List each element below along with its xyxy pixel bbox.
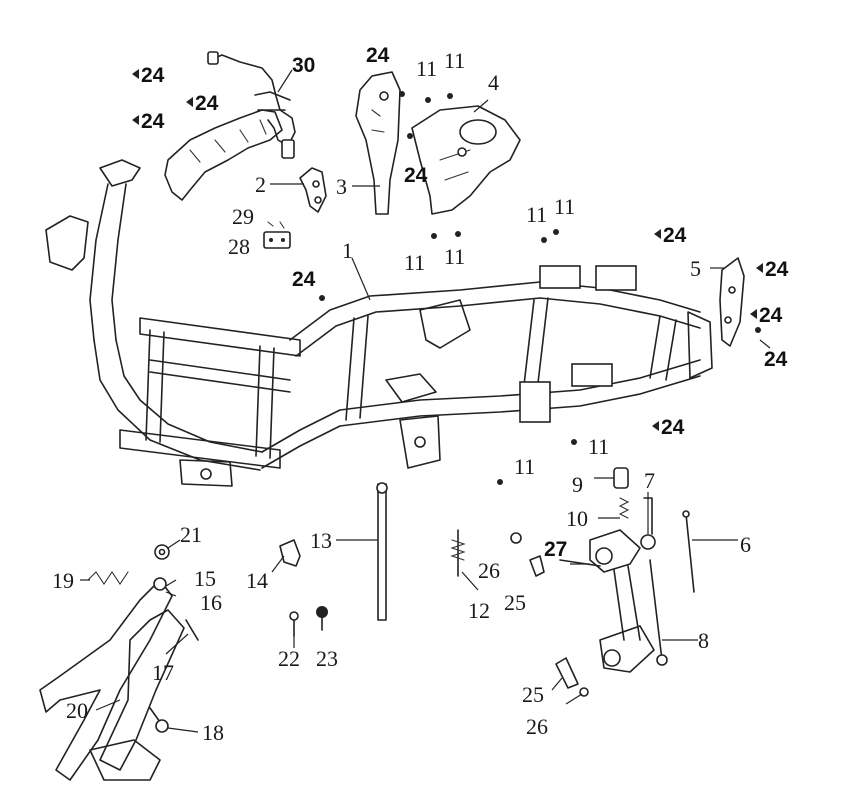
part-6-rod (682, 510, 695, 593)
callout-24: 24 (292, 268, 316, 291)
callout-2: 2 (255, 172, 266, 197)
callout-3: 3 (336, 174, 347, 199)
callout-labels: 24 24 24 30 24 11 11 4 24 3 2 29 28 11 1… (52, 44, 789, 745)
callout-24: 24 (141, 110, 165, 133)
callout-24: 24 (141, 64, 165, 87)
part-2-small-bracket (299, 167, 327, 213)
callout-16: 16 (200, 590, 222, 615)
part-19-spring (87, 571, 129, 585)
callout-11: 11 (404, 250, 425, 275)
callout-24: 24 (366, 44, 390, 67)
leader-lines (80, 69, 771, 733)
callout-14: 14 (246, 568, 268, 593)
callout-22: 22 (278, 646, 300, 671)
callout-11: 11 (526, 202, 547, 227)
part-21-nut (154, 544, 170, 560)
callout-25: 25 (522, 682, 544, 707)
callout-24: 24 (759, 304, 783, 327)
callout-23: 23 (316, 646, 338, 671)
part-25-26-27-hardware (510, 532, 601, 577)
callout-15: 15 (194, 566, 216, 591)
callout-11: 11 (514, 454, 535, 479)
callout-30: 30 (292, 54, 315, 77)
part-1-main-frame (45, 159, 713, 487)
part-30-handle-bracket (164, 51, 296, 201)
callout-25: 25 (504, 590, 526, 615)
part-3-side-bracket (355, 71, 401, 215)
fastener-markers (319, 91, 761, 485)
callout-10: 10 (566, 506, 588, 531)
callout-18: 18 (202, 720, 224, 745)
callout-5: 5 (690, 256, 701, 281)
callout-12: 12 (468, 598, 490, 623)
callout-11: 11 (554, 194, 575, 219)
callout-24: 24 (661, 416, 685, 439)
callout-28: 28 (228, 234, 250, 259)
part-8-linkage (589, 529, 668, 673)
callout-8: 8 (698, 628, 709, 653)
part-4-cover (411, 105, 521, 215)
callout-29: 29 (232, 204, 254, 229)
callout-24: 24 (195, 92, 219, 115)
part-12-spring (450, 529, 466, 577)
callout-20: 20 (66, 698, 88, 723)
callout-9: 9 (572, 472, 583, 497)
callout-11: 11 (444, 244, 465, 269)
callout-1: 1 (342, 238, 353, 263)
part-18-bolt (149, 707, 169, 733)
callout-4: 4 (488, 70, 499, 95)
callout-24: 24 (764, 348, 788, 371)
callout-24: 24 (765, 258, 789, 281)
part-17-pin (185, 619, 199, 641)
callout-19: 19 (52, 568, 74, 593)
callout-24: 24 (404, 164, 428, 187)
callout-11: 11 (588, 434, 609, 459)
callout-7: 7 (644, 468, 655, 493)
callout-26: 26 (478, 558, 500, 583)
callout-13: 13 (310, 528, 332, 553)
callout-11: 11 (444, 48, 465, 73)
callout-11: 11 (416, 56, 437, 81)
part-20-center-stand (39, 577, 185, 781)
callout-6: 6 (740, 532, 751, 557)
callout-27: 27 (544, 538, 567, 561)
callout-26: 26 (526, 714, 548, 739)
part-28-plate (263, 221, 291, 249)
callout-17: 17 (152, 660, 174, 685)
part-5-rear-bracket (719, 257, 745, 347)
callout-21: 21 (180, 522, 202, 547)
callout-24: 24 (663, 224, 687, 247)
part-13-bar (376, 482, 388, 621)
part-7-9-10-components (613, 467, 656, 550)
part-25-26-lower-hardware (555, 657, 589, 697)
part-14-bracket (279, 539, 301, 567)
part-22-23-hardware (289, 606, 328, 637)
